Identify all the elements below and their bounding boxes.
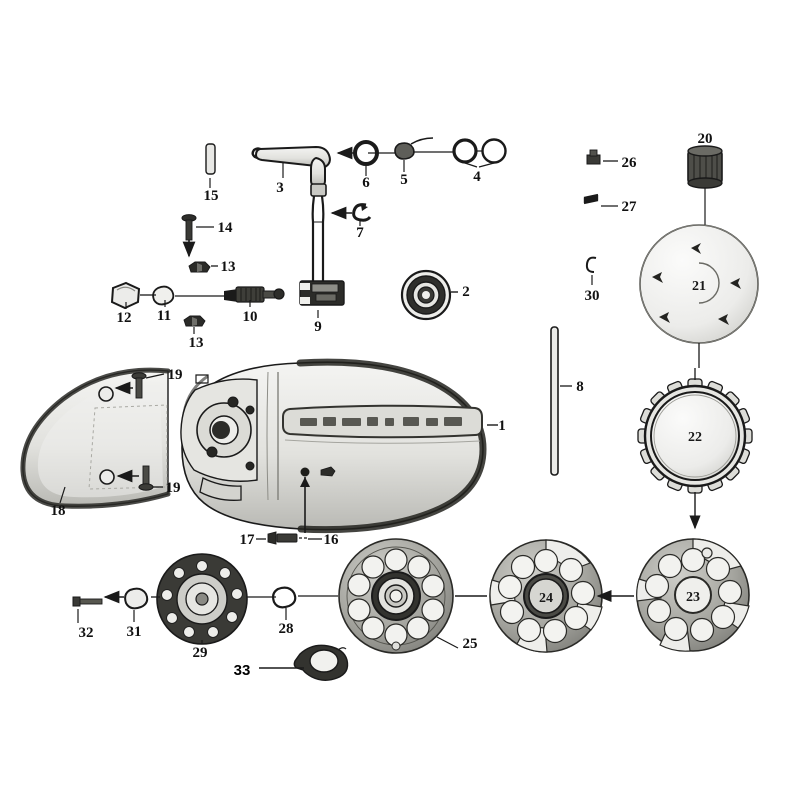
part-8-long-rod (550, 326, 572, 476)
part-32-bolt (72, 596, 103, 623)
part-27-spring (583, 193, 618, 207)
callout-5: 5 (400, 172, 408, 188)
callout-21: 21 (692, 279, 706, 294)
callout-22: 22 (688, 430, 702, 445)
part-11-nut (152, 285, 224, 307)
part-1-main-housing (180, 358, 498, 534)
callout-15: 15 (204, 188, 219, 204)
callout-26: 26 (622, 155, 638, 171)
part-12-hex-nut (110, 281, 152, 310)
callout-23: 23 (686, 590, 700, 605)
part-7-clip (330, 203, 372, 226)
callout-30: 30 (585, 288, 600, 304)
callout-14: 14 (218, 220, 234, 236)
callout-20: 20 (698, 131, 713, 147)
callout-1: 1 (498, 418, 506, 434)
callout-7: 7 (356, 225, 364, 241)
callout-12: 12 (117, 310, 132, 326)
callout-31: 31 (127, 624, 142, 640)
callout-19-top: 19 (168, 367, 183, 383)
part-2-bearing (400, 269, 458, 321)
part-14-screw (181, 214, 214, 258)
part-13-washer-upper (188, 261, 218, 273)
callout-13-lower: 13 (189, 335, 204, 351)
callout-3: 3 (276, 180, 284, 196)
callout-24: 24 (539, 591, 553, 606)
part-24-clutch-plate (489, 539, 603, 653)
part-29-friction-disc (156, 553, 276, 645)
part-5-cable-fitting (368, 137, 434, 172)
callout-labels: 1 2 3 4 5 6 7 8 9 10 11 12 13 13 14 15 1… (51, 131, 713, 679)
callout-28: 28 (279, 621, 294, 637)
part-17-clip (256, 531, 308, 545)
callout-4: 4 (473, 169, 481, 185)
part-26-nut (586, 149, 618, 165)
part-33-lock-tab-washer (259, 644, 349, 681)
part-31-nut (103, 587, 160, 622)
part-19-cover-screw-top (114, 372, 165, 399)
part-25-clutch-plate (338, 538, 459, 654)
callout-13-upper: 13 (221, 259, 236, 275)
part-22-ring-gear (637, 368, 753, 530)
callout-16: 16 (324, 532, 340, 548)
callout-33: 33 (234, 662, 251, 679)
callout-10: 10 (243, 309, 258, 325)
part-13-washer-lower (183, 315, 206, 334)
callout-11: 11 (157, 308, 171, 324)
callout-9: 9 (314, 319, 322, 335)
part-3-shift-lever (251, 145, 331, 290)
part-15-dowel-pin (205, 143, 216, 188)
part-16-pin (300, 477, 322, 540)
callout-17: 17 (240, 532, 256, 548)
callout-19-bottom: 19 (166, 480, 181, 496)
callout-32: 32 (79, 625, 94, 641)
part-30-c-clip (585, 256, 597, 285)
part-4-seal-rings (413, 138, 507, 168)
callout-25: 25 (463, 636, 478, 652)
callout-29: 29 (193, 645, 208, 661)
part-19-cover-screw-bottom (116, 465, 163, 491)
part-20-roller (687, 145, 723, 234)
callout-8: 8 (576, 379, 584, 395)
callout-2: 2 (462, 284, 470, 300)
part-21-pressure-plate (639, 224, 759, 368)
callout-27: 27 (622, 199, 638, 215)
part-23-clutch-plate (636, 538, 750, 652)
part-10-spring-pin (224, 286, 285, 307)
part-9-bracket-clamp (299, 280, 345, 318)
callout-6: 6 (362, 175, 370, 191)
callout-18: 18 (51, 503, 66, 519)
